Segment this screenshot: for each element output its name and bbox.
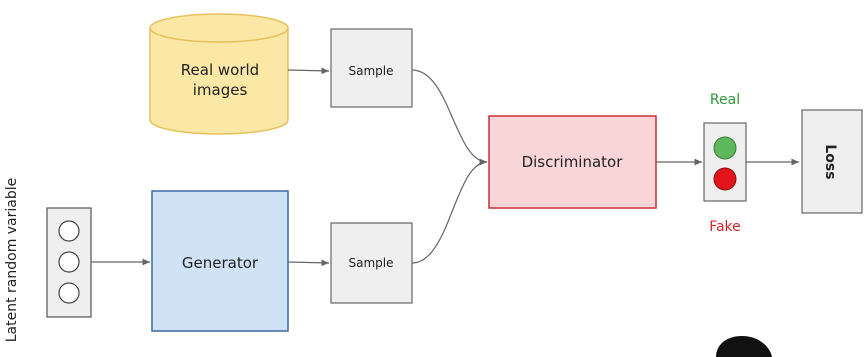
cropped-dark-shape [716, 336, 772, 357]
arrow-generator-to-sample [287, 259, 330, 267]
sample-box-top: Sample [330, 28, 413, 108]
sample-box-bottom: Sample [330, 222, 413, 304]
real-light-icon [713, 136, 737, 160]
loss-box: Loss [801, 109, 863, 214]
latent-variable-label: Latent random variable [4, 178, 20, 343]
discriminator-label: Discriminator [522, 153, 624, 171]
real-label: Real [710, 92, 740, 108]
arrow-realworld-to-sample [287, 67, 330, 75]
latent-node-icon [58, 282, 80, 304]
arrow-sample-top-to-discriminator [411, 69, 488, 166]
discriminator-box: Discriminator [488, 115, 657, 209]
generator-label: Generator [182, 254, 259, 272]
real-world-label-line2: images [193, 81, 248, 99]
latent-vector [46, 207, 92, 318]
sample-top-label: Sample [349, 64, 394, 78]
generator-box: Generator [151, 190, 289, 332]
sample-bottom-label: Sample [349, 256, 394, 270]
latent-node-icon [58, 251, 80, 273]
real-world-images-cylinder: Real world images [149, 13, 289, 135]
latent-node-icon [58, 220, 80, 242]
fake-light-icon [713, 167, 737, 191]
arrow-sample-bottom-to-discriminator [411, 158, 488, 264]
real-fake-indicator [703, 122, 747, 202]
fake-label: Fake [709, 219, 741, 235]
loss-label: Loss [822, 144, 838, 179]
real-world-label-line1: Real world [181, 61, 259, 79]
